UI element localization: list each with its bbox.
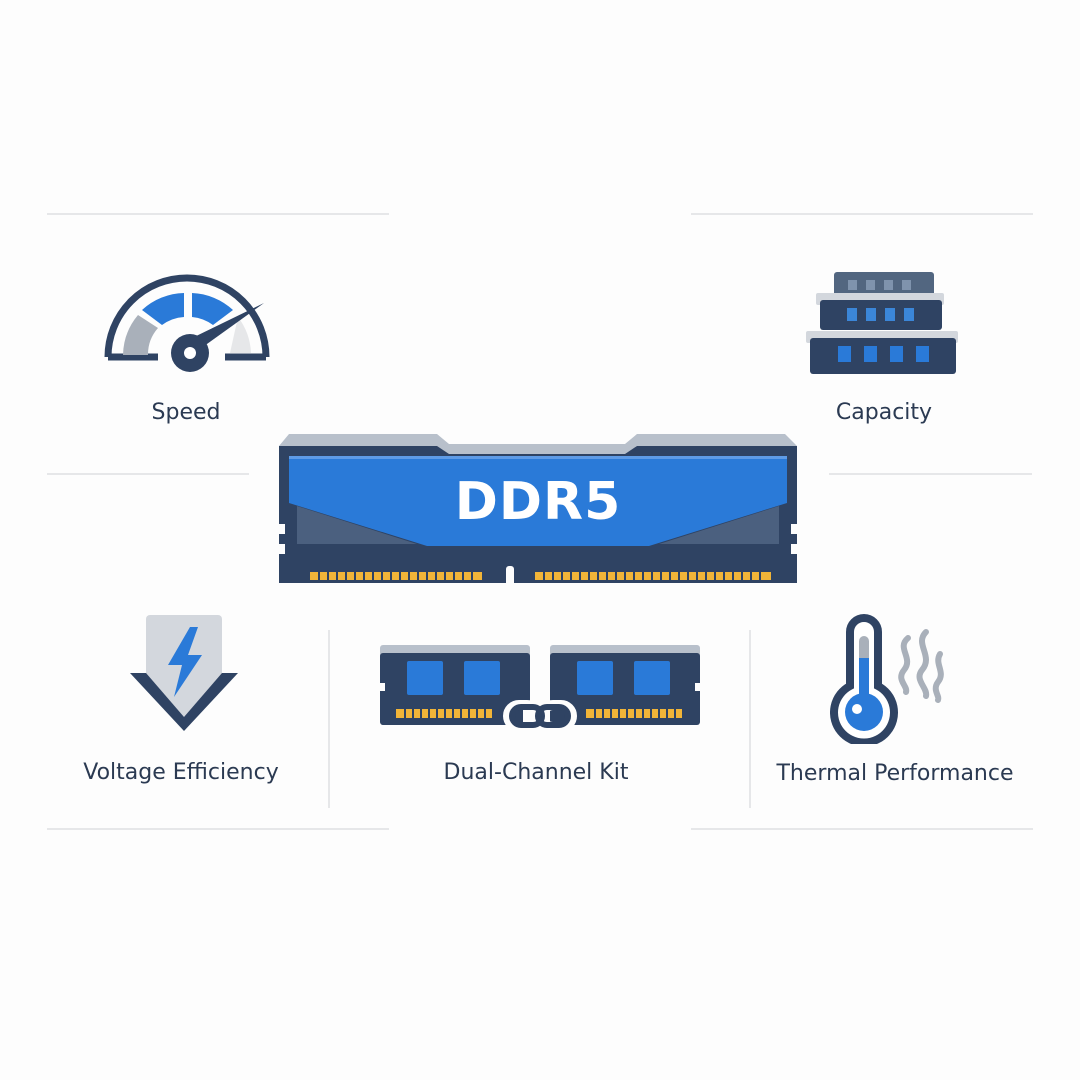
divider-top-left bbox=[47, 213, 389, 215]
lightning-down-arrow-icon bbox=[130, 615, 238, 731]
divider-vertical-right bbox=[749, 630, 751, 808]
divider-top-right bbox=[691, 213, 1033, 215]
module-label: DDR5 bbox=[454, 472, 622, 532]
feature-label-voltage: Voltage Efficiency bbox=[83, 760, 279, 785]
feature-capacity bbox=[806, 268, 960, 378]
feature-label-capacity: Capacity bbox=[835, 400, 933, 425]
ddr5-ram-module-icon bbox=[277, 434, 799, 586]
linked-modules-icon bbox=[380, 645, 700, 732]
divider-bottom-left bbox=[47, 828, 389, 830]
center-module: DDR5 bbox=[277, 426, 799, 586]
stacked-memory-icon bbox=[806, 272, 958, 374]
feature-label-speed: Speed bbox=[151, 400, 221, 425]
feature-dual-channel bbox=[380, 643, 700, 735]
feature-voltage bbox=[128, 615, 240, 735]
feature-speed bbox=[100, 265, 275, 380]
thermometer-heat-icon bbox=[830, 614, 944, 744]
divider-bottom-right bbox=[691, 828, 1033, 830]
divider-vertical-left bbox=[328, 630, 330, 808]
feature-label-thermal: Thermal Performance bbox=[776, 761, 1014, 786]
divider-mid-right bbox=[829, 473, 1032, 475]
feature-thermal bbox=[830, 614, 955, 744]
divider-mid-left bbox=[47, 473, 249, 475]
feature-label-dual-channel: Dual-Channel Kit bbox=[443, 760, 629, 785]
speedometer-icon bbox=[104, 274, 270, 372]
